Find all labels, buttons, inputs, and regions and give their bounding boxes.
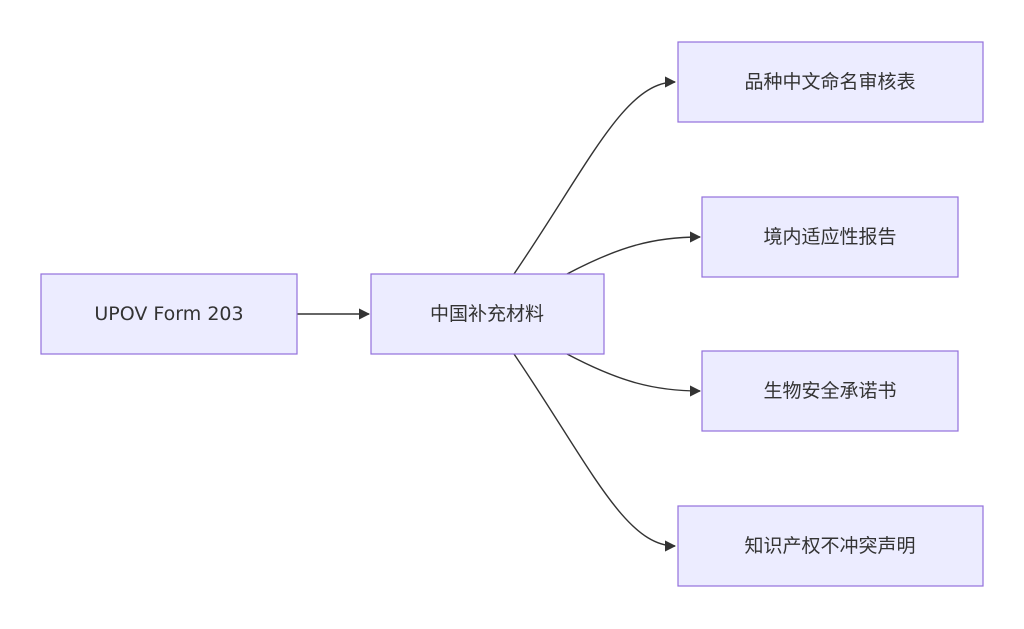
edges (297, 76, 702, 552)
node-upov-form: UPOV Form 203 (40, 273, 298, 355)
node-biosafety-commitment-label: 生物安全承诺书 (763, 380, 896, 402)
node-ip-statement: 知识产权不冲突声明 (677, 505, 984, 587)
node-adaptability-report: 境内适应性报告 (701, 196, 959, 278)
node-biosafety-commitment: 生物安全承诺书 (701, 350, 959, 432)
edge-supplement-to-ip (513, 353, 677, 552)
node-china-supplement: 中国补充材料 (370, 273, 605, 355)
node-china-supplement-label: 中国补充材料 (430, 303, 544, 325)
node-adaptability-report-label: 境内适应性报告 (763, 226, 896, 248)
node-variety-naming-form: 品种中文命名审核表 (677, 41, 984, 123)
edge-supplement-to-adaptability (566, 231, 702, 275)
node-upov-form-label: UPOV Form 203 (94, 303, 243, 325)
node-variety-naming-form-label: 品种中文命名审核表 (744, 71, 915, 93)
edge-supplement-to-naming (513, 76, 677, 275)
edge-supplement-to-biosafety (566, 353, 702, 397)
node-ip-statement-label: 知识产权不冲突声明 (744, 535, 915, 557)
